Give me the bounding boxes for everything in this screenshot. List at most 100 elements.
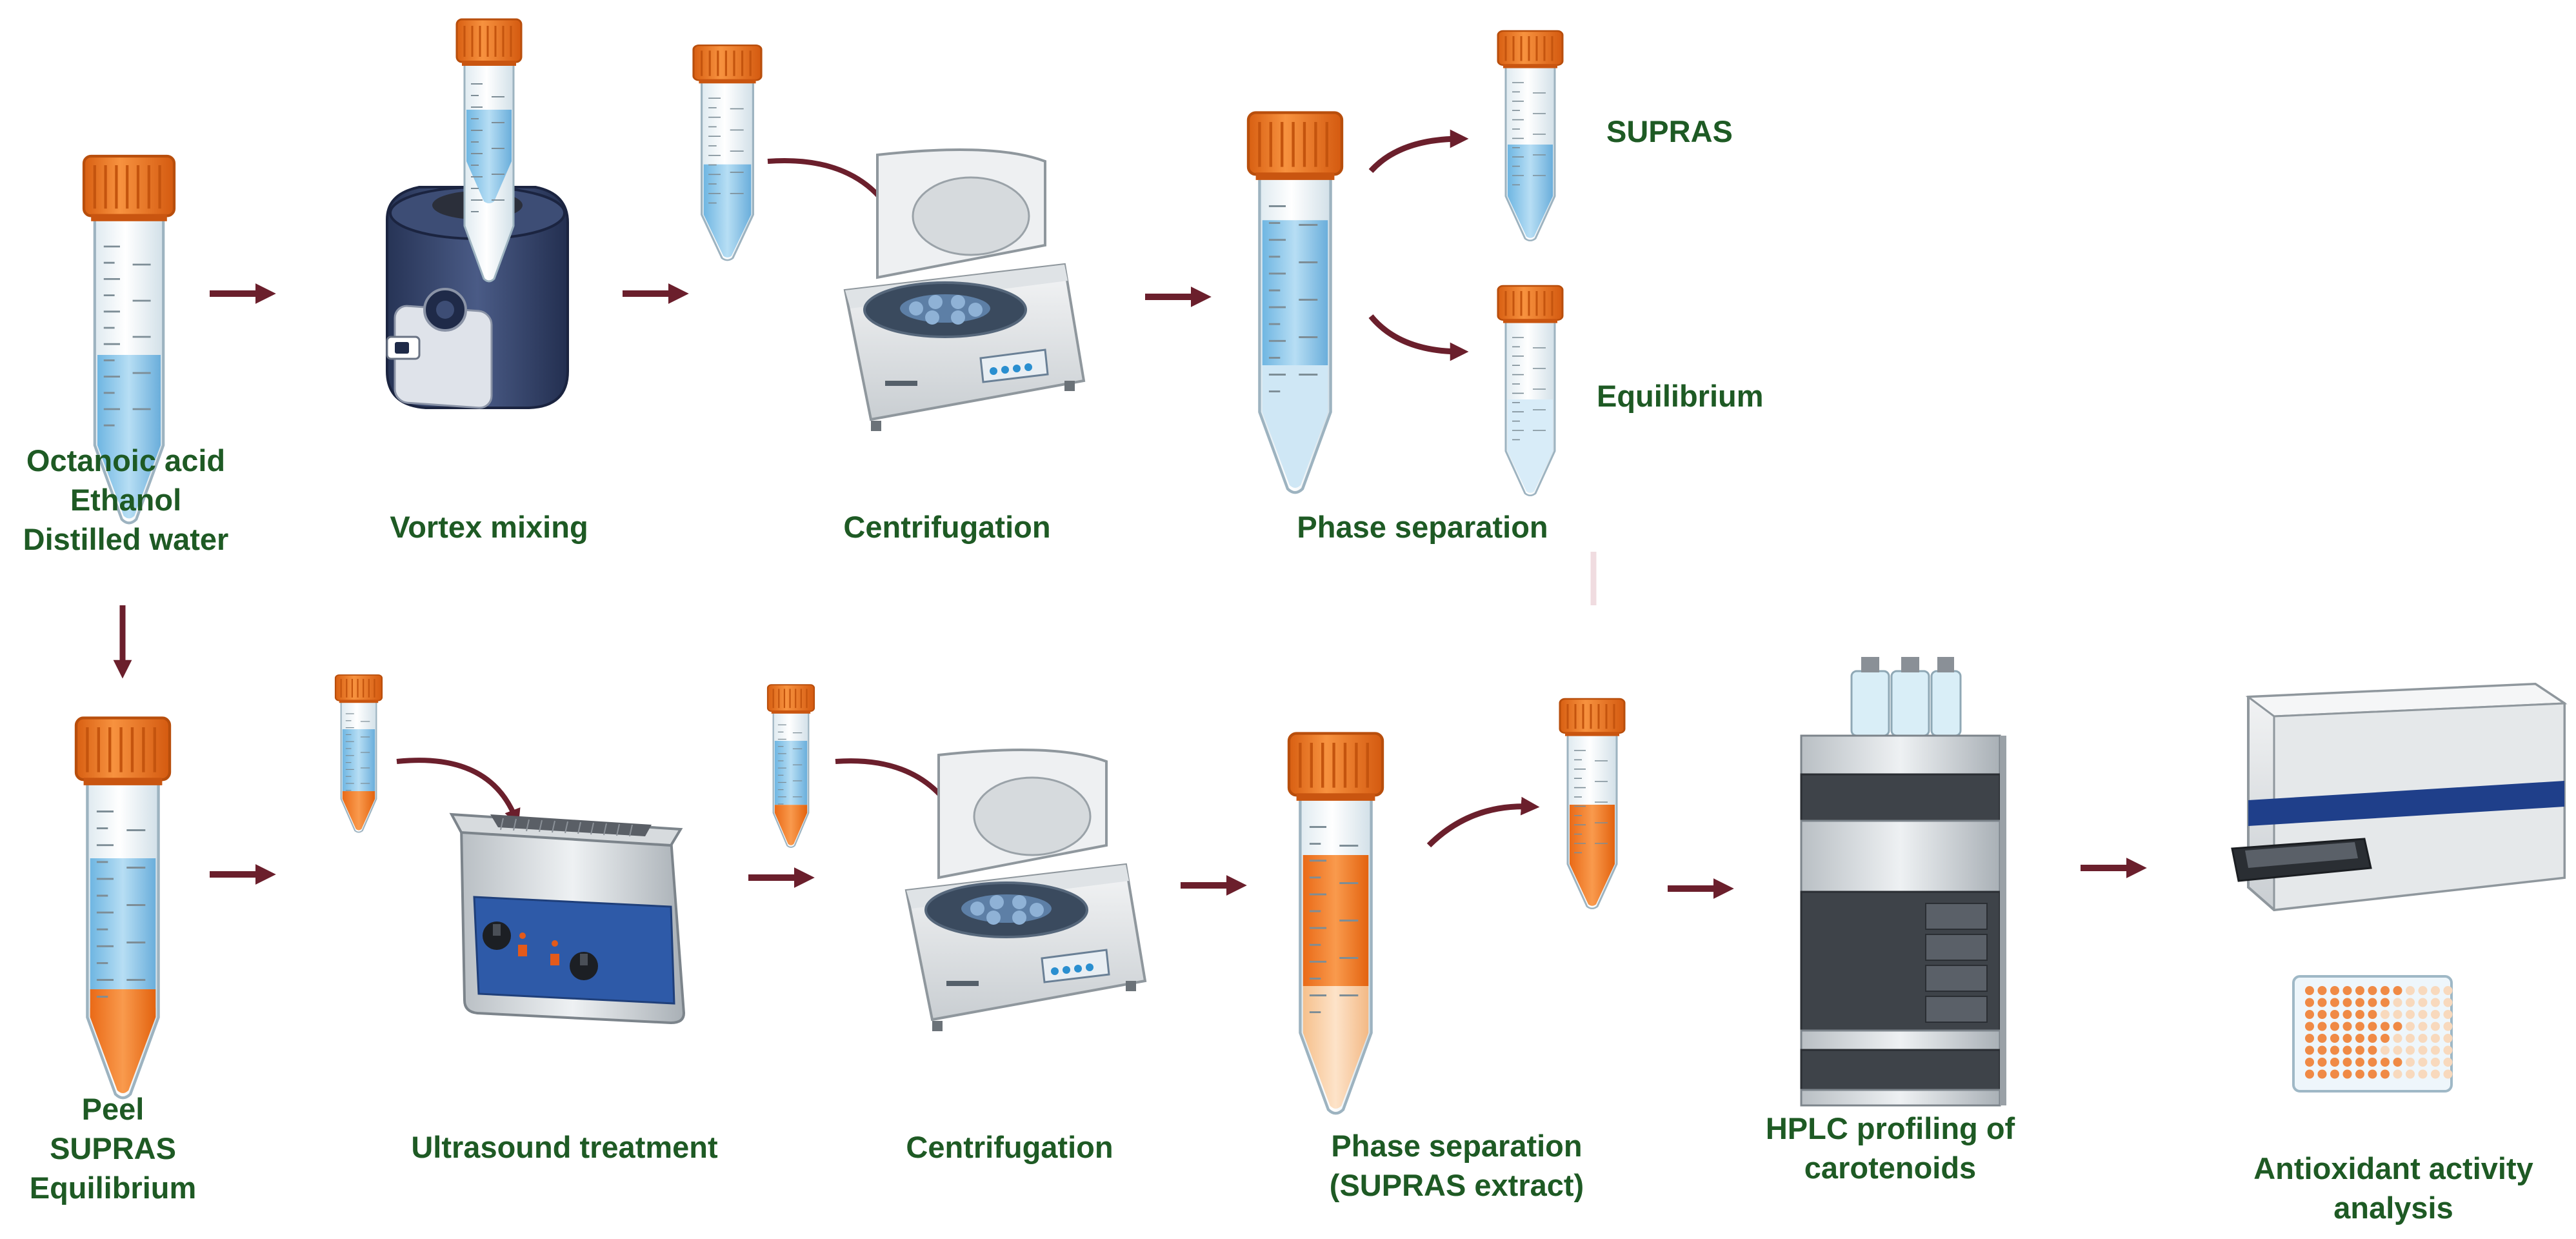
curved-arrow-to-extract: [1426, 796, 1540, 848]
well: [2355, 1045, 2364, 1055]
hplc-system: [1800, 657, 2006, 1107]
well: [2381, 1045, 2390, 1055]
well: [2342, 1010, 2352, 1019]
well: [2330, 1034, 2339, 1043]
tube-small-ultrasound: [334, 674, 383, 833]
well: [2393, 998, 2402, 1007]
well: [2342, 1069, 2352, 1079]
tube-small-row1: [692, 44, 763, 261]
well: [2305, 1034, 2314, 1043]
label-antioxidant-line-2: analysis: [2333, 1191, 2453, 1225]
well: [2368, 986, 2377, 995]
well: [2368, 1034, 2377, 1043]
label-peel-mixture: Peel SUPRAS Equilibrium: [30, 1089, 197, 1207]
well: [2443, 1069, 2453, 1079]
label-centrifugation-1: Centrifugation: [843, 510, 1051, 544]
well: [2330, 986, 2339, 995]
ultrasound-bath: [449, 812, 686, 1025]
well: [2305, 998, 2314, 1007]
well: [2330, 1058, 2339, 1067]
well: [2431, 1010, 2440, 1019]
well: [2317, 986, 2327, 995]
well: [2381, 1034, 2390, 1043]
well: [2342, 998, 2352, 1007]
well: [2431, 1045, 2440, 1055]
well: [2418, 998, 2428, 1007]
well: [2418, 1058, 2428, 1067]
well: [2393, 1069, 2402, 1079]
well: [2305, 1045, 2314, 1055]
well: [2443, 1022, 2453, 1031]
well: [2330, 1022, 2339, 1031]
well: [2368, 998, 2377, 1007]
label-reagents: Octanoic acid Ethanol Distilled water: [23, 441, 229, 559]
well: [2355, 986, 2364, 995]
well: [2368, 1010, 2377, 1019]
well: [2431, 1058, 2440, 1067]
well: [2431, 986, 2440, 995]
tube-supras-extract: [1559, 698, 1626, 910]
curved-arrow-to-supras: [1368, 129, 1469, 174]
well: [2317, 998, 2327, 1007]
tube-phase-separation-2: [1289, 734, 1383, 1114]
vortex-mixer: [386, 186, 569, 409]
label-peel-line-2: SUPRAS: [50, 1131, 176, 1165]
well: [2393, 1010, 2402, 1019]
well: [2381, 1069, 2390, 1079]
well: [2305, 1010, 2314, 1019]
connector-arrow: [113, 552, 1597, 679]
well: [2330, 1010, 2339, 1019]
well: [2355, 998, 2364, 1007]
well: [2431, 998, 2440, 1007]
tube-small-centrifuge-2: [766, 684, 815, 849]
well: [2305, 986, 2314, 995]
well: [2406, 1010, 2415, 1019]
well: [2406, 1022, 2415, 1031]
well: [2342, 1022, 2352, 1031]
label-equilibrium: Equilibrium: [1597, 379, 1764, 413]
well: [2355, 1010, 2364, 1019]
well: [2393, 1022, 2402, 1031]
curved-arrow-into-bath: [396, 758, 521, 826]
well: [2381, 998, 2390, 1007]
well: [2418, 1034, 2428, 1043]
label-hplc-line-1: HPLC profiling of: [1765, 1111, 2015, 1145]
well: [2406, 1069, 2415, 1079]
well: [2368, 1022, 2377, 1031]
centrifuge-1: [844, 148, 1085, 432]
well: [2393, 1045, 2402, 1055]
well: [2443, 1010, 2453, 1019]
well: [2443, 998, 2453, 1007]
label-reagents-line-3: Distilled water: [23, 522, 229, 556]
well: [2342, 1045, 2352, 1055]
well: [2381, 1010, 2390, 1019]
well: [2355, 1034, 2364, 1043]
label-reagents-line-2: Ethanol: [70, 483, 182, 517]
well: [2317, 1045, 2327, 1055]
well: [2406, 1058, 2415, 1067]
well: [2330, 1045, 2339, 1055]
well: [2443, 1045, 2453, 1055]
well: [2305, 1022, 2314, 1031]
label-phase-separation-2: Phase separation (SUPRAS extract): [1330, 1126, 1584, 1205]
well: [2418, 1010, 2428, 1019]
well: [2317, 1010, 2327, 1019]
label-vortex-mixing: Vortex mixing: [390, 510, 588, 544]
well: [2368, 1069, 2377, 1079]
tube-supras: [1497, 30, 1564, 242]
well: [2431, 1034, 2440, 1043]
label-ultrasound-treatment: Ultrasound treatment: [411, 1130, 718, 1164]
well: [2381, 1022, 2390, 1031]
label-hplc: HPLC profiling of carotenoids: [1766, 1109, 2015, 1187]
plate-reader: [2231, 682, 2568, 912]
tube-equilibrium: [1497, 285, 1564, 497]
well: [2317, 1022, 2327, 1031]
well: [2342, 1034, 2352, 1043]
well: [2406, 998, 2415, 1007]
well: [2317, 1069, 2327, 1079]
well: [2330, 998, 2339, 1007]
well: [2406, 986, 2415, 995]
label-centrifugation-2: Centrifugation: [906, 1130, 1113, 1164]
label-supras: SUPRAS: [1606, 114, 1733, 148]
